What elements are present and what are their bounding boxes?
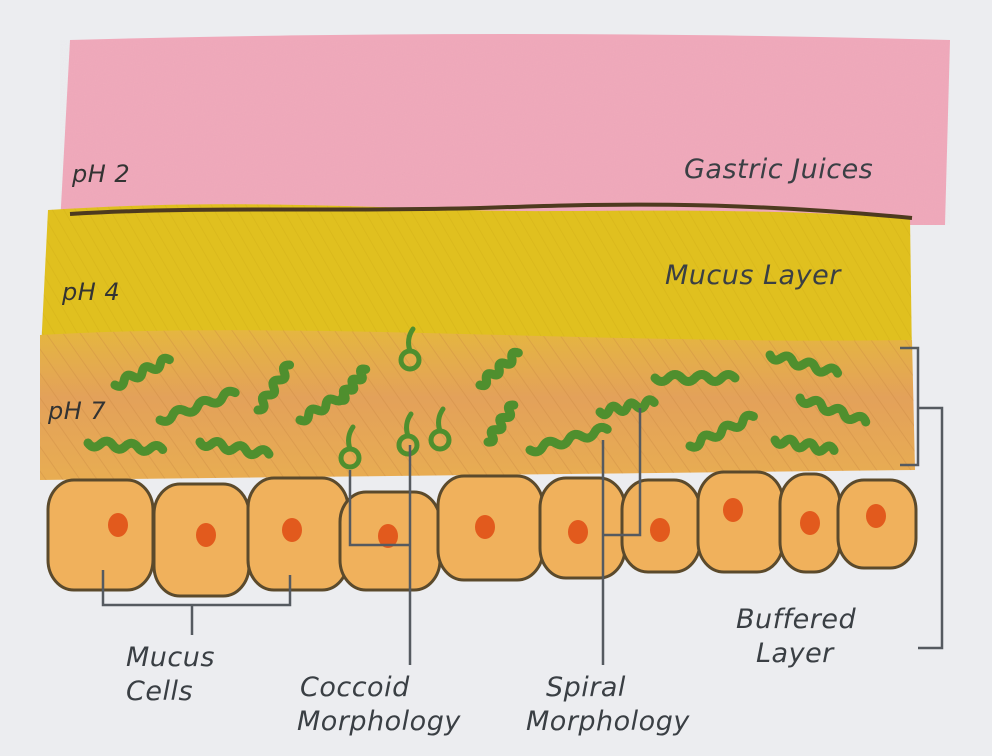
mucus-cells-label-line1: Mucus bbox=[126, 642, 215, 674]
cell-nucleus bbox=[723, 498, 743, 522]
cell-nucleus bbox=[196, 523, 216, 547]
spiral-bacterium bbox=[655, 375, 735, 382]
gastric-texture bbox=[60, 40, 950, 225]
gastric-juices-label: Gastric Juices bbox=[684, 154, 873, 186]
coccoid-label-line2: Morphology bbox=[297, 706, 461, 738]
ph7-label: pH 7 bbox=[48, 395, 106, 427]
coccoid-label-line1: Coccoid bbox=[300, 672, 410, 704]
ph4-label: pH 4 bbox=[62, 276, 120, 308]
cell-nucleus bbox=[866, 504, 886, 528]
cell-nucleus bbox=[800, 511, 820, 535]
mucus-cells-label-line2: Cells bbox=[126, 676, 193, 708]
spiral-label-line1: Spiral bbox=[546, 672, 626, 704]
cell-nucleus bbox=[475, 515, 495, 539]
epithelial-cells bbox=[48, 472, 916, 596]
cell-nucleus bbox=[108, 513, 128, 537]
buffered-layer-label-line2: Layer bbox=[756, 638, 834, 670]
cell-nucleus bbox=[650, 518, 670, 542]
mucus-cell bbox=[48, 480, 153, 590]
spiral-label-line2: Morphology bbox=[526, 706, 690, 738]
buffered-layer-label-line1: Buffered bbox=[736, 604, 856, 636]
cell-nucleus bbox=[282, 518, 302, 542]
mucus-layer-label: Mucus Layer bbox=[665, 260, 841, 292]
cell-nucleus bbox=[568, 520, 588, 544]
ph2-label: pH 2 bbox=[72, 158, 130, 190]
mucus-cell bbox=[698, 472, 783, 572]
